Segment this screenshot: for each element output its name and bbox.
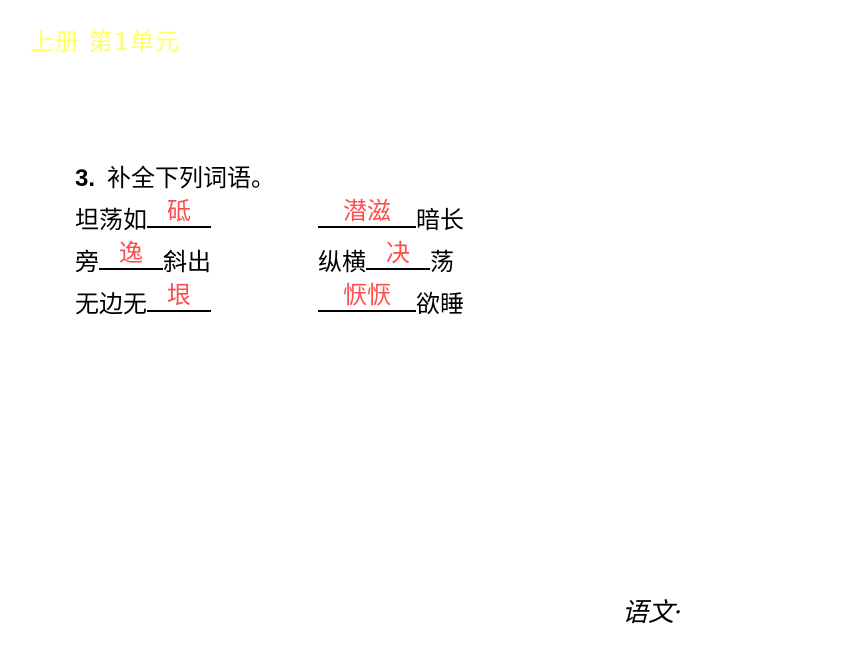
right-item-2-blank: 决: [366, 239, 430, 270]
question-dot: .: [88, 165, 96, 192]
right-item-1-blank: 潜滋: [318, 197, 416, 228]
right-item-1-after: 暗长: [416, 206, 464, 234]
question-text: 补全下列词语。: [107, 164, 276, 192]
left-item-3-blank: 垠: [147, 281, 211, 312]
left-item-2: 旁逸斜出: [75, 239, 211, 276]
question-number: 3: [75, 165, 89, 192]
left-item-1-before: 坦荡如: [75, 206, 147, 234]
right-item-1-answer: 潜滋: [343, 197, 391, 225]
right-item-3-after: 欲睡: [416, 290, 464, 318]
footer-subject: 语文·: [622, 598, 683, 628]
question-prompt: 3. 补全下列词语。: [75, 158, 275, 193]
right-item-1: 潜滋暗长: [318, 197, 464, 234]
right-item-2-after: 荡: [430, 248, 454, 276]
left-item-2-blank: 逸: [99, 239, 163, 270]
right-item-3: 恹恹欲睡: [318, 281, 464, 318]
right-item-2: 纵横决荡: [318, 239, 454, 276]
left-item-1: 坦荡如砥: [75, 197, 211, 234]
right-item-3-answer: 恹恹: [343, 281, 391, 309]
right-item-2-before: 纵横: [318, 248, 366, 276]
right-item-3-blank: 恹恹: [318, 281, 416, 312]
left-item-1-answer: 砥: [167, 197, 191, 225]
left-item-2-before: 旁: [75, 248, 99, 276]
left-item-2-answer: 逸: [119, 239, 143, 267]
left-item-3: 无边无垠: [75, 281, 211, 318]
left-item-3-answer: 垠: [167, 281, 191, 309]
left-item-1-blank: 砥: [147, 197, 211, 228]
left-item-3-before: 无边无: [75, 290, 147, 318]
right-item-2-answer: 决: [386, 239, 410, 267]
header-title: 上册 第1单元: [30, 28, 180, 56]
left-item-2-after: 斜出: [163, 248, 211, 276]
